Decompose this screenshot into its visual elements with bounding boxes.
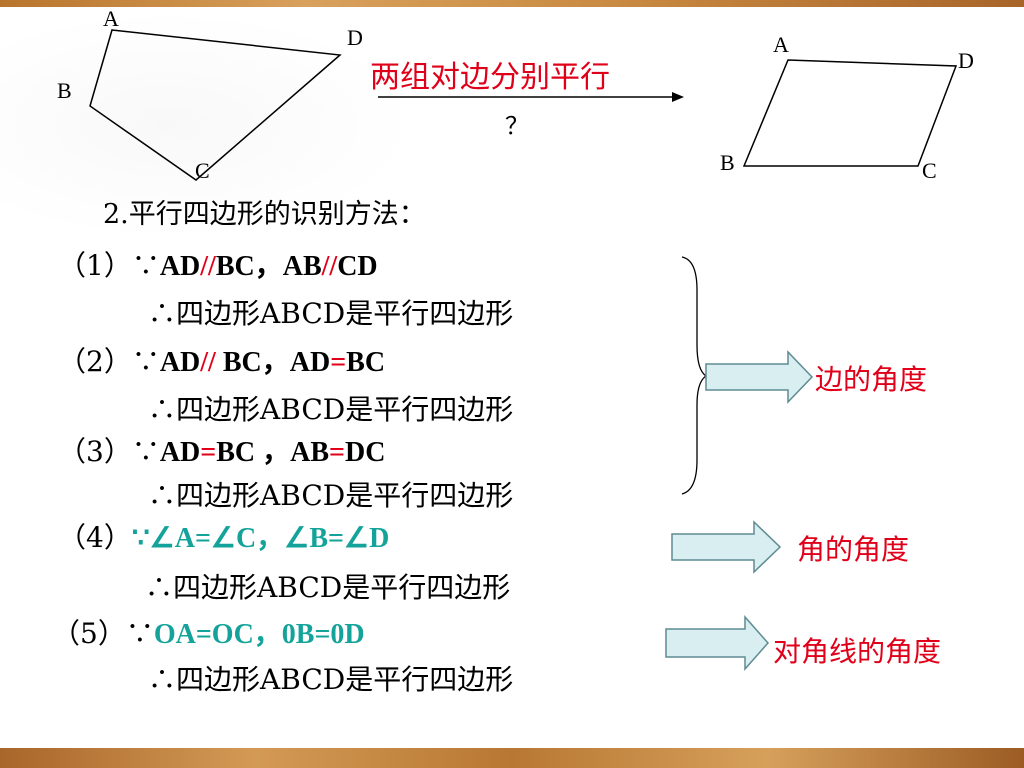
method-1-part-3: CD — [337, 251, 378, 282]
transform-arrow-head — [672, 92, 684, 102]
method-4-conclusion: ∴四边形ABCD是平行四边形 — [145, 571, 511, 604]
method-3-symbol-1: = — [200, 437, 217, 468]
left-label-c: C — [195, 158, 210, 183]
category-diagonal: 对角线的角度 — [773, 635, 942, 668]
question-mark: ？ — [505, 112, 529, 140]
arrow-caption: 两组对边分别平行 — [370, 60, 610, 95]
left-label-a: A — [103, 6, 119, 31]
right-label-c: C — [922, 158, 937, 183]
method-1-conclusion: ∴四边形ABCD是平行四边形 — [148, 297, 514, 330]
method-1-symbol-2: // — [321, 251, 338, 282]
left-label-d: D — [347, 25, 363, 50]
background-watermark — [0, 10, 420, 240]
bottom-decorative-band — [0, 748, 1024, 768]
method-4-num: （4） — [58, 521, 132, 554]
method-5-condition: （5）∵OA=OC，0B=0D — [52, 612, 365, 652]
category-angle: 角的角度 — [797, 533, 910, 566]
method-1-num: （1）∵ — [58, 249, 160, 282]
top-decorative-band — [0, 0, 1024, 7]
method-1-condition: （1）∵AD//BC，AB//CD — [58, 244, 378, 284]
method-4-condition: （4）∵∠A=∠C，∠B=∠D — [58, 516, 389, 556]
angle-block-arrow — [671, 520, 782, 574]
right-label-d: D — [958, 48, 974, 73]
method-2-conclusion: ∴四边形ABCD是平行四边形 — [148, 393, 514, 426]
diagonal-block-arrow — [665, 615, 770, 671]
method-3-condition: （3）∵AD=BC ，AB=DC — [58, 430, 385, 470]
method-5-num: （5）∵ — [52, 617, 154, 650]
method-1-part-1: AD — [159, 251, 201, 282]
side-block-arrow — [705, 350, 814, 404]
method-1-symbol-1: // — [200, 251, 216, 282]
right-label-b: B — [720, 150, 735, 175]
method-3-symbol-2: = — [329, 437, 346, 468]
method-3-part-1: AD — [159, 437, 201, 468]
method-2-part-2: BC，AD — [215, 347, 331, 378]
method-3-conclusion: ∴四边形ABCD是平行四边形 — [148, 479, 514, 512]
method-2-part-1: AD — [159, 347, 201, 378]
method-2-num: （2）∵ — [58, 345, 160, 378]
method-2-part-3: BC — [346, 347, 386, 378]
method-3-part-2: BC ，AB — [216, 437, 330, 468]
right-label-a: A — [773, 32, 789, 57]
method-2-symbol-2: = — [330, 347, 347, 378]
section-heading: 2.平行四边形的识别方法： — [103, 192, 426, 231]
method-2-condition: （2）∵AD// BC，AD=BC — [58, 340, 385, 380]
method-1-part-2: BC，AB — [215, 251, 322, 282]
left-label-b: B — [57, 78, 72, 103]
method-2-symbol-1: // — [200, 347, 216, 378]
method-3-num: （3）∵ — [58, 435, 160, 468]
method-5-conclusion: ∴四边形ABCD是平行四边形 — [148, 663, 514, 696]
method-5-cond: OA=OC，0B=0D — [153, 619, 365, 650]
method-4-cond: ∵∠A=∠C，∠B=∠D — [131, 523, 390, 554]
category-side: 边的角度 — [815, 363, 928, 396]
grouping-brace — [681, 256, 708, 495]
right-parallelogram — [742, 59, 958, 167]
left-quadrilateral — [89, 29, 342, 181]
heading-text: 2.平行四边形的识别方法： — [103, 199, 426, 230]
method-3-part-3: DC — [345, 437, 386, 468]
